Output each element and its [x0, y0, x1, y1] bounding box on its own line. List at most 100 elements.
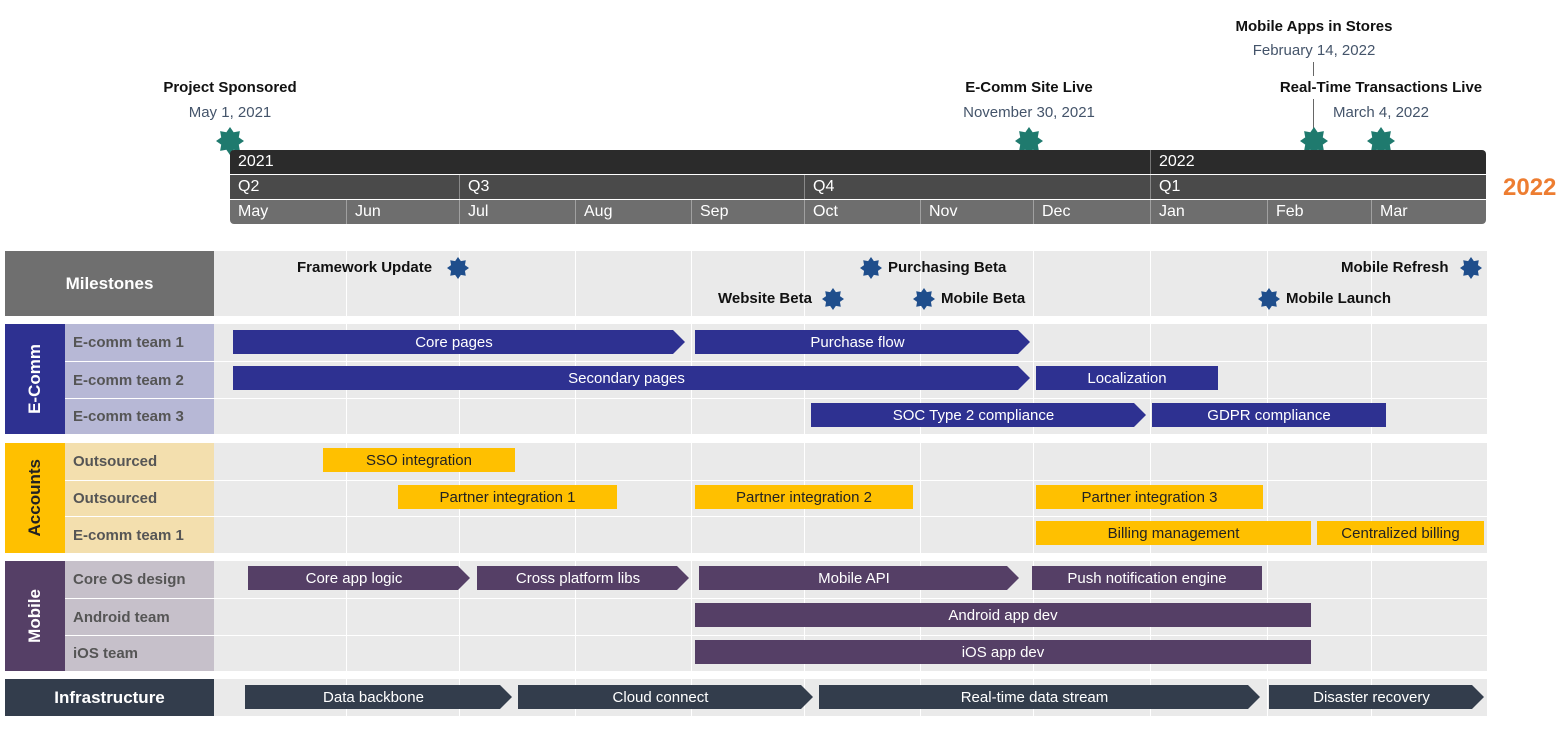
team-label: Outsourced — [65, 443, 214, 480]
row-separator — [214, 516, 1487, 517]
milestone-star-icon[interactable] — [822, 288, 844, 310]
month-cell: Feb — [1267, 200, 1371, 224]
milestone-star-icon[interactable] — [913, 288, 935, 310]
year-cell: 2021 — [238, 153, 274, 170]
month-gridline — [1033, 324, 1034, 434]
row-separator — [214, 361, 1487, 362]
task-bar[interactable]: Centralized billing — [1317, 521, 1484, 545]
month-gridline — [1150, 251, 1151, 316]
task-bar[interactable]: Localization — [1036, 366, 1218, 390]
month-cell: Jul — [459, 200, 575, 224]
ecomm-label-text: E-Comm — [25, 344, 44, 414]
milestone-label: Purchasing Beta — [888, 259, 1007, 276]
task-bar[interactable]: Partner integration 1 — [398, 485, 617, 509]
month-gridline — [575, 251, 576, 316]
task-bar[interactable]: Partner integration 2 — [695, 485, 913, 509]
connector-line — [1313, 99, 1314, 129]
team-label: Outsourced — [65, 481, 214, 516]
month-cell: May — [238, 203, 269, 220]
row-separator — [214, 398, 1487, 399]
task-bar[interactable]: Purchase flow — [695, 330, 1030, 354]
month-cell: Oct — [804, 200, 920, 224]
milestone-label: Mobile Beta — [941, 290, 1026, 307]
task-bar[interactable]: Push notification engine — [1032, 566, 1262, 590]
row-separator — [214, 635, 1487, 636]
team-label: E-comm team 1 — [65, 324, 214, 361]
month-gridline — [691, 443, 692, 553]
milestone-title: Real-Time Transactions Live — [1279, 79, 1483, 96]
accounts-label-text: Accounts — [25, 459, 44, 537]
milestone-star-icon[interactable] — [1300, 127, 1328, 155]
month-cell: Aug — [575, 200, 691, 224]
task-bar[interactable]: Real-time data stream — [819, 685, 1260, 709]
year-row: 2021 2022 — [230, 150, 1486, 174]
month-gridline — [920, 443, 921, 553]
month-gridline — [1267, 679, 1268, 716]
month-gridline — [1371, 561, 1372, 671]
quarter-cell: Q2 — [238, 178, 260, 195]
milestones-group-label: Milestones — [5, 251, 214, 316]
milestone-star-icon[interactable] — [216, 127, 244, 155]
task-bar[interactable]: Disaster recovery — [1269, 685, 1484, 709]
month-cell: Sep — [691, 200, 804, 224]
team-label: Android team — [65, 599, 214, 635]
month-gridline — [459, 561, 460, 671]
milestone-label: Website Beta — [718, 290, 812, 307]
month-cell: Mar — [1371, 200, 1486, 224]
milestone-date: November 30, 2021 — [963, 104, 1095, 121]
month-gridline — [1267, 251, 1268, 316]
task-bar[interactable]: Core app logic — [248, 566, 470, 590]
milestone-date: May 1, 2021 — [188, 104, 272, 121]
task-bar[interactable]: Secondary pages — [233, 366, 1030, 390]
accounts-group-label: Accounts — [5, 443, 65, 553]
month-gridline — [1033, 443, 1034, 553]
month-cell: Jun — [346, 200, 459, 224]
month-gridline — [459, 251, 460, 316]
team-label: E-comm team 1 — [65, 517, 214, 553]
quarter-cell: Q3 — [459, 175, 804, 199]
task-bar[interactable]: Data backbone — [245, 685, 512, 709]
month-gridline — [575, 561, 576, 671]
mobile-label-text: Mobile — [25, 589, 44, 643]
team-label: iOS team — [65, 636, 214, 671]
quarter-cell: Q4 — [804, 175, 1150, 199]
task-bar[interactable]: Cross platform libs — [477, 566, 689, 590]
quarter-row: Q2 Q3 Q4 Q1 — [230, 175, 1486, 199]
milestone-label: Mobile Refresh — [1341, 259, 1449, 276]
month-cell: Nov — [920, 200, 1033, 224]
task-bar[interactable]: GDPR compliance — [1152, 403, 1386, 427]
month-gridline — [346, 251, 347, 316]
task-bar[interactable]: Core pages — [233, 330, 685, 354]
milestone-star-icon[interactable] — [1258, 288, 1280, 310]
milestone-date: March 4, 2022 — [1333, 104, 1429, 121]
milestone-date: February 14, 2022 — [1252, 42, 1376, 59]
task-bar[interactable]: iOS app dev — [695, 640, 1311, 664]
milestone-star-icon[interactable] — [860, 257, 882, 279]
month-gridline — [1371, 324, 1372, 434]
milestone-title: E-Comm Site Live — [965, 79, 1093, 96]
year-cell: 2022 — [1150, 150, 1486, 174]
month-gridline — [1033, 251, 1034, 316]
task-bar[interactable]: Cloud connect — [518, 685, 813, 709]
side-year-label: 2022 — [1503, 174, 1557, 201]
quarter-cell: Q1 — [1150, 175, 1486, 199]
infrastructure-group-label: Infrastructure — [5, 679, 214, 716]
milestone-star-icon[interactable] — [1460, 257, 1482, 279]
month-cell: Jan — [1150, 200, 1267, 224]
milestone-star-icon[interactable] — [1015, 127, 1043, 155]
task-bar[interactable]: Billing management — [1036, 521, 1311, 545]
task-bar[interactable]: Mobile API — [699, 566, 1019, 590]
milestone-label: Framework Update — [297, 259, 433, 276]
task-bar[interactable]: Partner integration 3 — [1036, 485, 1263, 509]
task-bar[interactable]: SOC Type 2 compliance — [811, 403, 1146, 427]
milestone-star-icon[interactable] — [1367, 127, 1395, 155]
team-label: E-comm team 2 — [65, 362, 214, 398]
month-gridline — [1267, 324, 1268, 434]
task-bar[interactable]: Android app dev — [695, 603, 1311, 627]
month-gridline — [1371, 251, 1372, 316]
month-gridline — [1371, 443, 1372, 553]
mobile-group-label: Mobile — [5, 561, 65, 671]
milestone-star-icon[interactable] — [447, 257, 469, 279]
task-bar[interactable]: SSO integration — [323, 448, 515, 472]
milestone-label: Mobile Launch — [1286, 290, 1391, 307]
